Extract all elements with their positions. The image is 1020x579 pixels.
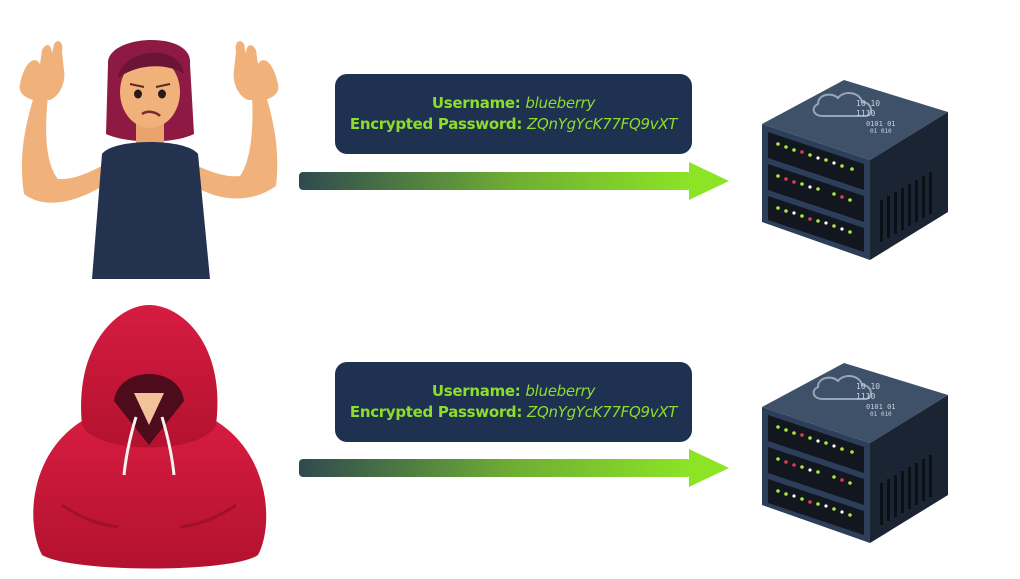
- intercepted-credentials-box: Username: blueberry Encrypted Password: …: [335, 362, 692, 442]
- binary-line-3: 0101 01: [866, 120, 896, 128]
- binary-line-2: 1110: [856, 109, 875, 118]
- credentials-message-box: Username: blueberry Encrypted Password: …: [335, 74, 692, 154]
- binary-line-1: 10 10: [856, 99, 880, 108]
- binary-line-4: 01 010: [870, 411, 892, 418]
- binary-line-4: 01 010: [870, 128, 892, 135]
- password-label: Encrypted Password:: [349, 403, 523, 421]
- username-line: Username: blueberry: [431, 381, 596, 402]
- password-line: Encrypted Password: ZQnYgYcK77FQ9vXT: [349, 402, 678, 423]
- username-value: blueberry: [525, 382, 596, 400]
- legit-user-row: Username: blueberry Encrypted Password: …: [0, 0, 1020, 289]
- hooded-hacker-icon: [33, 305, 267, 569]
- hacker-row: Username: blueberry Encrypted Password: …: [0, 289, 1020, 578]
- arrow-right-icon: [299, 162, 729, 200]
- username-label: Username:: [431, 94, 521, 112]
- password-value: ZQnYgYcK77FQ9vXT: [527, 115, 678, 133]
- username-value: blueberry: [525, 94, 596, 112]
- arrow-right-icon: [299, 449, 729, 487]
- binary-line-2: 1110: [856, 392, 875, 401]
- password-value: ZQnYgYcK77FQ9vXT: [527, 403, 678, 421]
- username-line: Username: blueberry: [431, 93, 596, 114]
- password-line: Encrypted Password: ZQnYgYcK77FQ9vXT: [349, 114, 678, 135]
- confused-user-icon: [19, 39, 279, 279]
- binary-line-1: 10 10: [856, 382, 880, 391]
- binary-line-3: 0101 01: [866, 403, 896, 411]
- cloud-server-icon: 10 10 1110 0101 01 01 010: [762, 80, 948, 260]
- cloud-server-icon: 10 10 1110 0101 01 01 010: [762, 363, 948, 543]
- password-label: Encrypted Password:: [349, 115, 523, 133]
- username-label: Username:: [431, 382, 521, 400]
